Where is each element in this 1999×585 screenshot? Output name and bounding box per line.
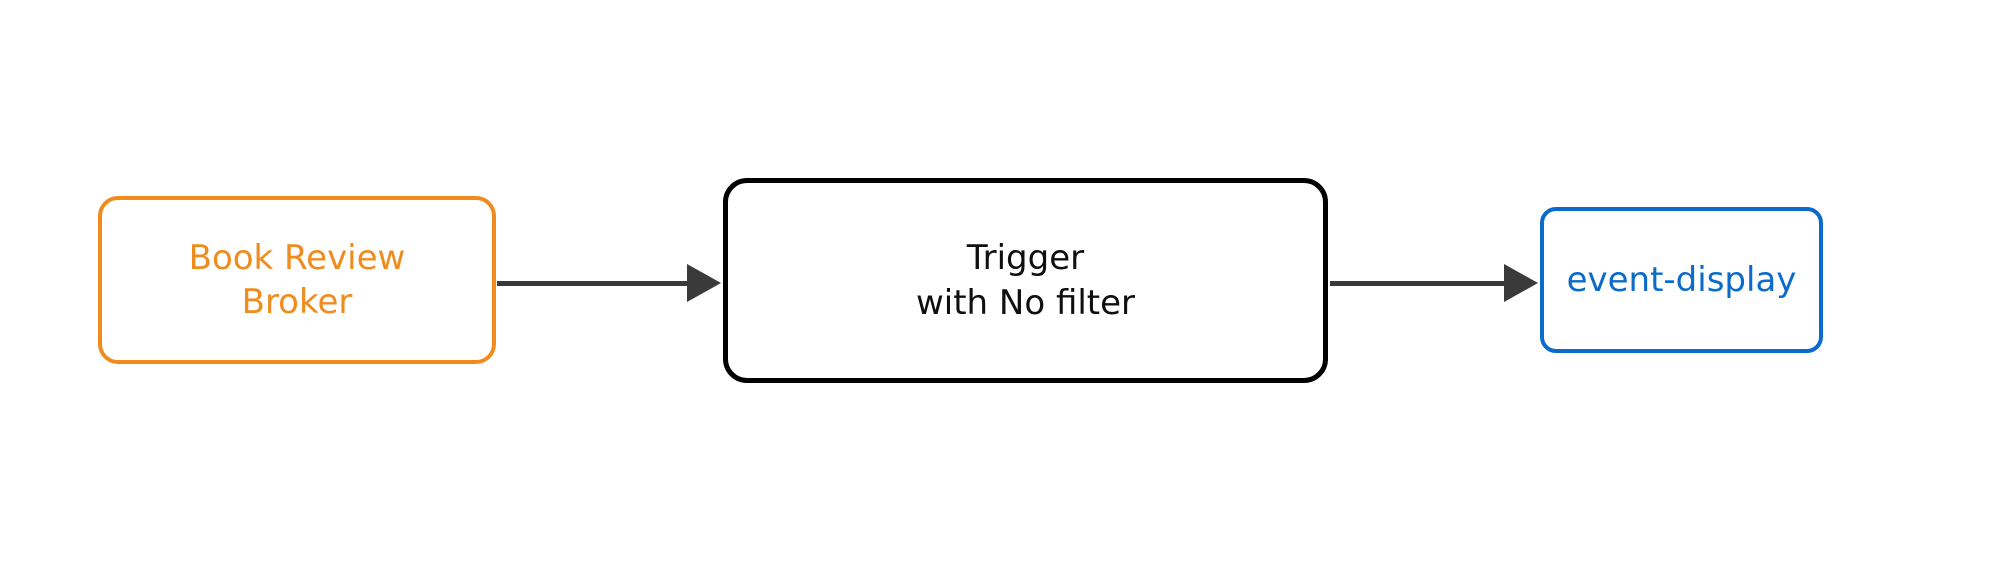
edge-broker-to-trigger <box>497 264 723 302</box>
node-book-review-broker[interactable]: Book Review Broker <box>98 196 496 364</box>
edge-line <box>1330 281 1508 286</box>
node-label-broker: Book Review Broker <box>188 237 406 322</box>
arrowhead-icon <box>687 264 721 302</box>
edge-line <box>497 281 691 286</box>
node-label-trigger: Trigger with No filter <box>915 238 1136 323</box>
node-label-sink: event-display <box>1566 259 1797 300</box>
node-event-display[interactable]: event-display <box>1540 207 1823 353</box>
arrowhead-icon <box>1504 264 1538 302</box>
edge-trigger-to-sink <box>1330 264 1540 302</box>
node-trigger-with-no-filter[interactable]: Trigger with No filter <box>723 178 1328 383</box>
